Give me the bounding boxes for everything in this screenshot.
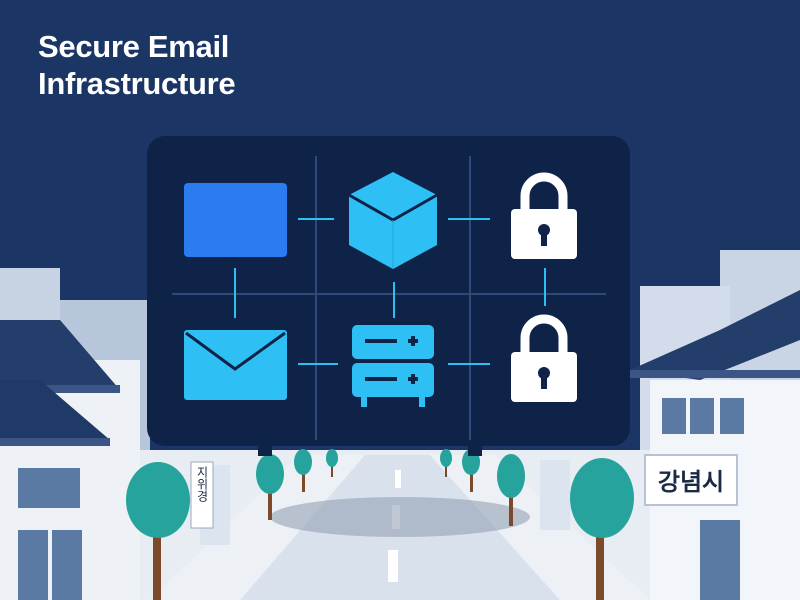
tree-large-left (126, 462, 190, 600)
right-sign-text: 강념시 (658, 468, 724, 496)
mail-icon (184, 330, 287, 400)
left-sign-text: 지위경 (195, 466, 209, 502)
security-panel (147, 136, 630, 456)
panel-grid-lines (172, 156, 606, 440)
panel-connectors (234, 218, 546, 365)
page-title-line-2: Infrastructure (38, 66, 236, 101)
server-icon (352, 325, 434, 407)
left-buildings (0, 320, 230, 600)
trees-street (256, 449, 525, 526)
square-icon (184, 183, 287, 257)
lock-icon (511, 314, 577, 402)
tree-large-right (570, 458, 634, 600)
left-vertical-sign: 지위경 (190, 461, 214, 529)
lock-icon (511, 172, 577, 259)
right-shop-sign: 강념시 (644, 454, 738, 506)
cube-icon (348, 172, 438, 269)
page-title-line-1: Secure Email (38, 29, 230, 64)
panel-shadow (270, 497, 530, 537)
